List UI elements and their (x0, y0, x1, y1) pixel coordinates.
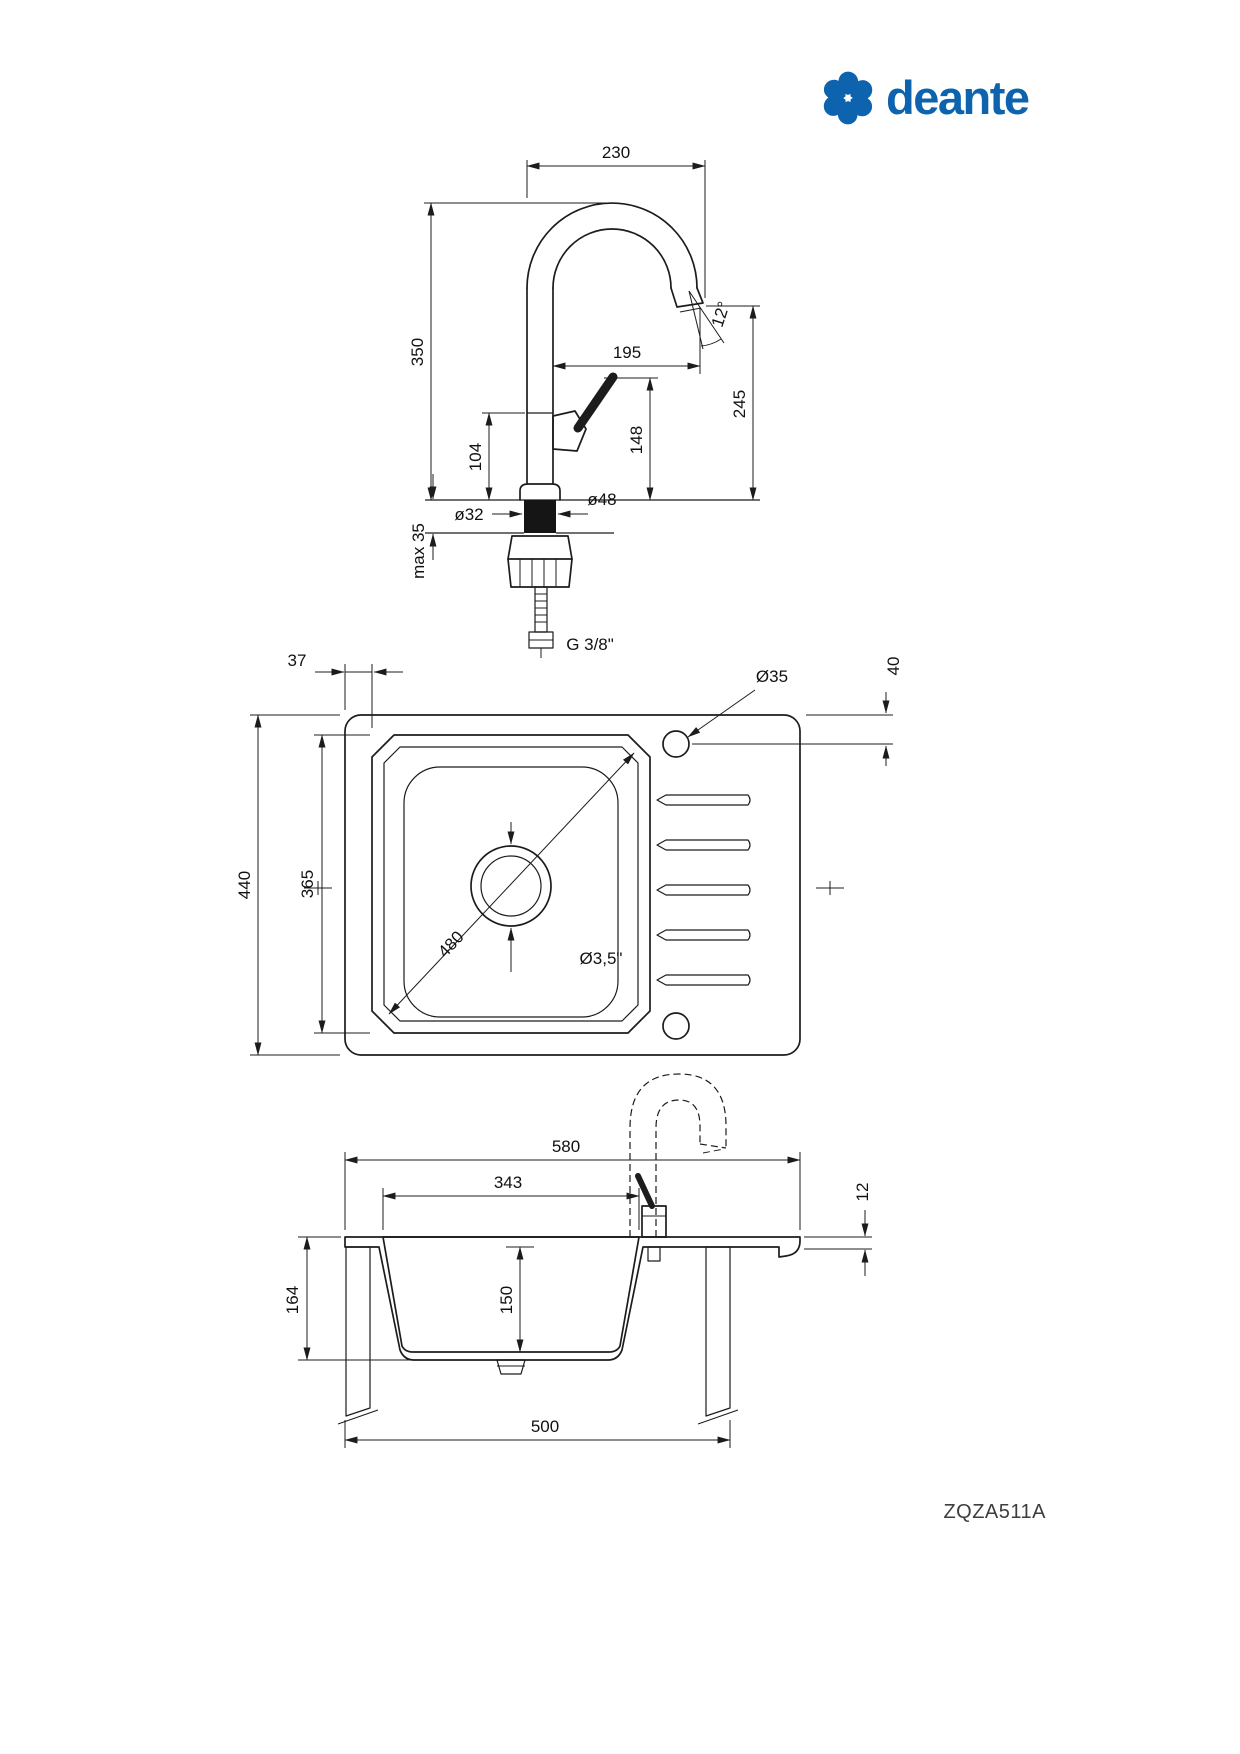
dim-label-350: 350 (408, 338, 427, 366)
bowl-rim-outer (371, 734, 651, 1034)
dim-label-195: 195 (613, 343, 641, 362)
dim-label-440: 440 (235, 871, 254, 899)
cabinet-wall-right (697, 1246, 739, 1425)
dim-label-480: 480 (434, 927, 467, 961)
dim-label-o48: ø48 (587, 490, 616, 509)
dim-max-counter: max 35 (409, 474, 437, 579)
bowl-cavity (382, 1236, 640, 1353)
drain-fitting (496, 1359, 526, 1375)
dim-label-365: 365 (298, 870, 317, 898)
dim-label-164: 164 (283, 1286, 302, 1314)
dim-handle-height: 148 (604, 377, 658, 501)
dim-label-580: 580 (552, 1137, 580, 1156)
dim-label-drain: Ø3,5" (580, 949, 623, 968)
centerline-mark-left (304, 881, 332, 895)
dim-label-thread: G 3/8" (566, 635, 614, 654)
dim-sink-depth: 440 (235, 714, 340, 1056)
dim-section-width: 580 (344, 1137, 801, 1230)
deante-logo: deante (823, 71, 1030, 125)
dim-label-104: 104 (466, 443, 485, 471)
cabinet-wall-left (337, 1246, 379, 1425)
deante-logo-text: deante (886, 71, 1029, 124)
dim-label-o35: Ø35 (756, 667, 788, 686)
bowl-rim-inner (383, 746, 639, 1022)
dim-label-230: 230 (602, 143, 630, 162)
tap-hole-top (662, 730, 690, 758)
dim-edge-offset: 37 (288, 651, 403, 728)
drain-hole: Ø3,5" (470, 822, 623, 972)
dim-label-148: 148 (627, 426, 646, 454)
dim-label-12deg: 12° (708, 299, 734, 329)
dim-bowl-depth: 365 (298, 734, 370, 1034)
dim-hole-diameter: ø32 ø48 (454, 490, 616, 524)
dim-label-150: 150 (497, 1286, 516, 1314)
dim-label-245: 245 (730, 390, 749, 418)
faucet-silhouette (629, 1073, 727, 1262)
dim-body-height: 104 (466, 412, 525, 501)
dim-label-o32: ø32 (454, 505, 483, 524)
dim-label-343: 343 (494, 1173, 522, 1192)
dim-total-depth: 164 (283, 1236, 410, 1361)
dim-spout-angle: 12° (688, 290, 734, 350)
drainer-ribs (656, 794, 751, 986)
faucet-mounting (507, 500, 573, 658)
faucet-handle (552, 410, 587, 452)
deante-logo-icon (823, 71, 873, 125)
dim-label-max35: max 35 (409, 523, 428, 579)
sink-section-view: 580 343 12 164 150 (283, 1073, 872, 1448)
dim-faucet-width: 230 (526, 143, 706, 298)
dim-label-37: 37 (288, 651, 307, 670)
dim-cabinet-width: 500 (344, 1417, 731, 1448)
dim-bowl-width: 343 (382, 1173, 640, 1230)
tap-hole-bottom (662, 1012, 690, 1040)
dim-tap-hole: Ø35 (687, 667, 788, 738)
dim-tap-hole-offset: 40 (692, 657, 903, 766)
dim-faucet-height: 350 (408, 202, 606, 501)
faucet-body (519, 202, 704, 501)
sink-outline (344, 714, 801, 1056)
dim-spout-height: 245 (706, 305, 760, 501)
dim-label-40: 40 (884, 657, 903, 676)
dim-label-12: 12 (853, 1183, 872, 1202)
dim-bowl-inner-depth: 150 (497, 1246, 534, 1353)
model-number: ZQZA511A (943, 1501, 1046, 1523)
faucet-lever (573, 372, 618, 433)
sink-top-view: 480 Ø3,5" Ø35 (235, 651, 903, 1056)
dim-spout-reach: 195 (552, 307, 701, 374)
dim-rim-height: 12 (804, 1183, 872, 1276)
sink-section-material (344, 1236, 801, 1361)
faucet-side-view: 230 350 104 195 148 245 (408, 143, 760, 658)
centerline-mark-right (816, 881, 844, 895)
dim-label-500: 500 (531, 1417, 559, 1436)
dim-bowl-diagonal: 480 (388, 752, 635, 1015)
